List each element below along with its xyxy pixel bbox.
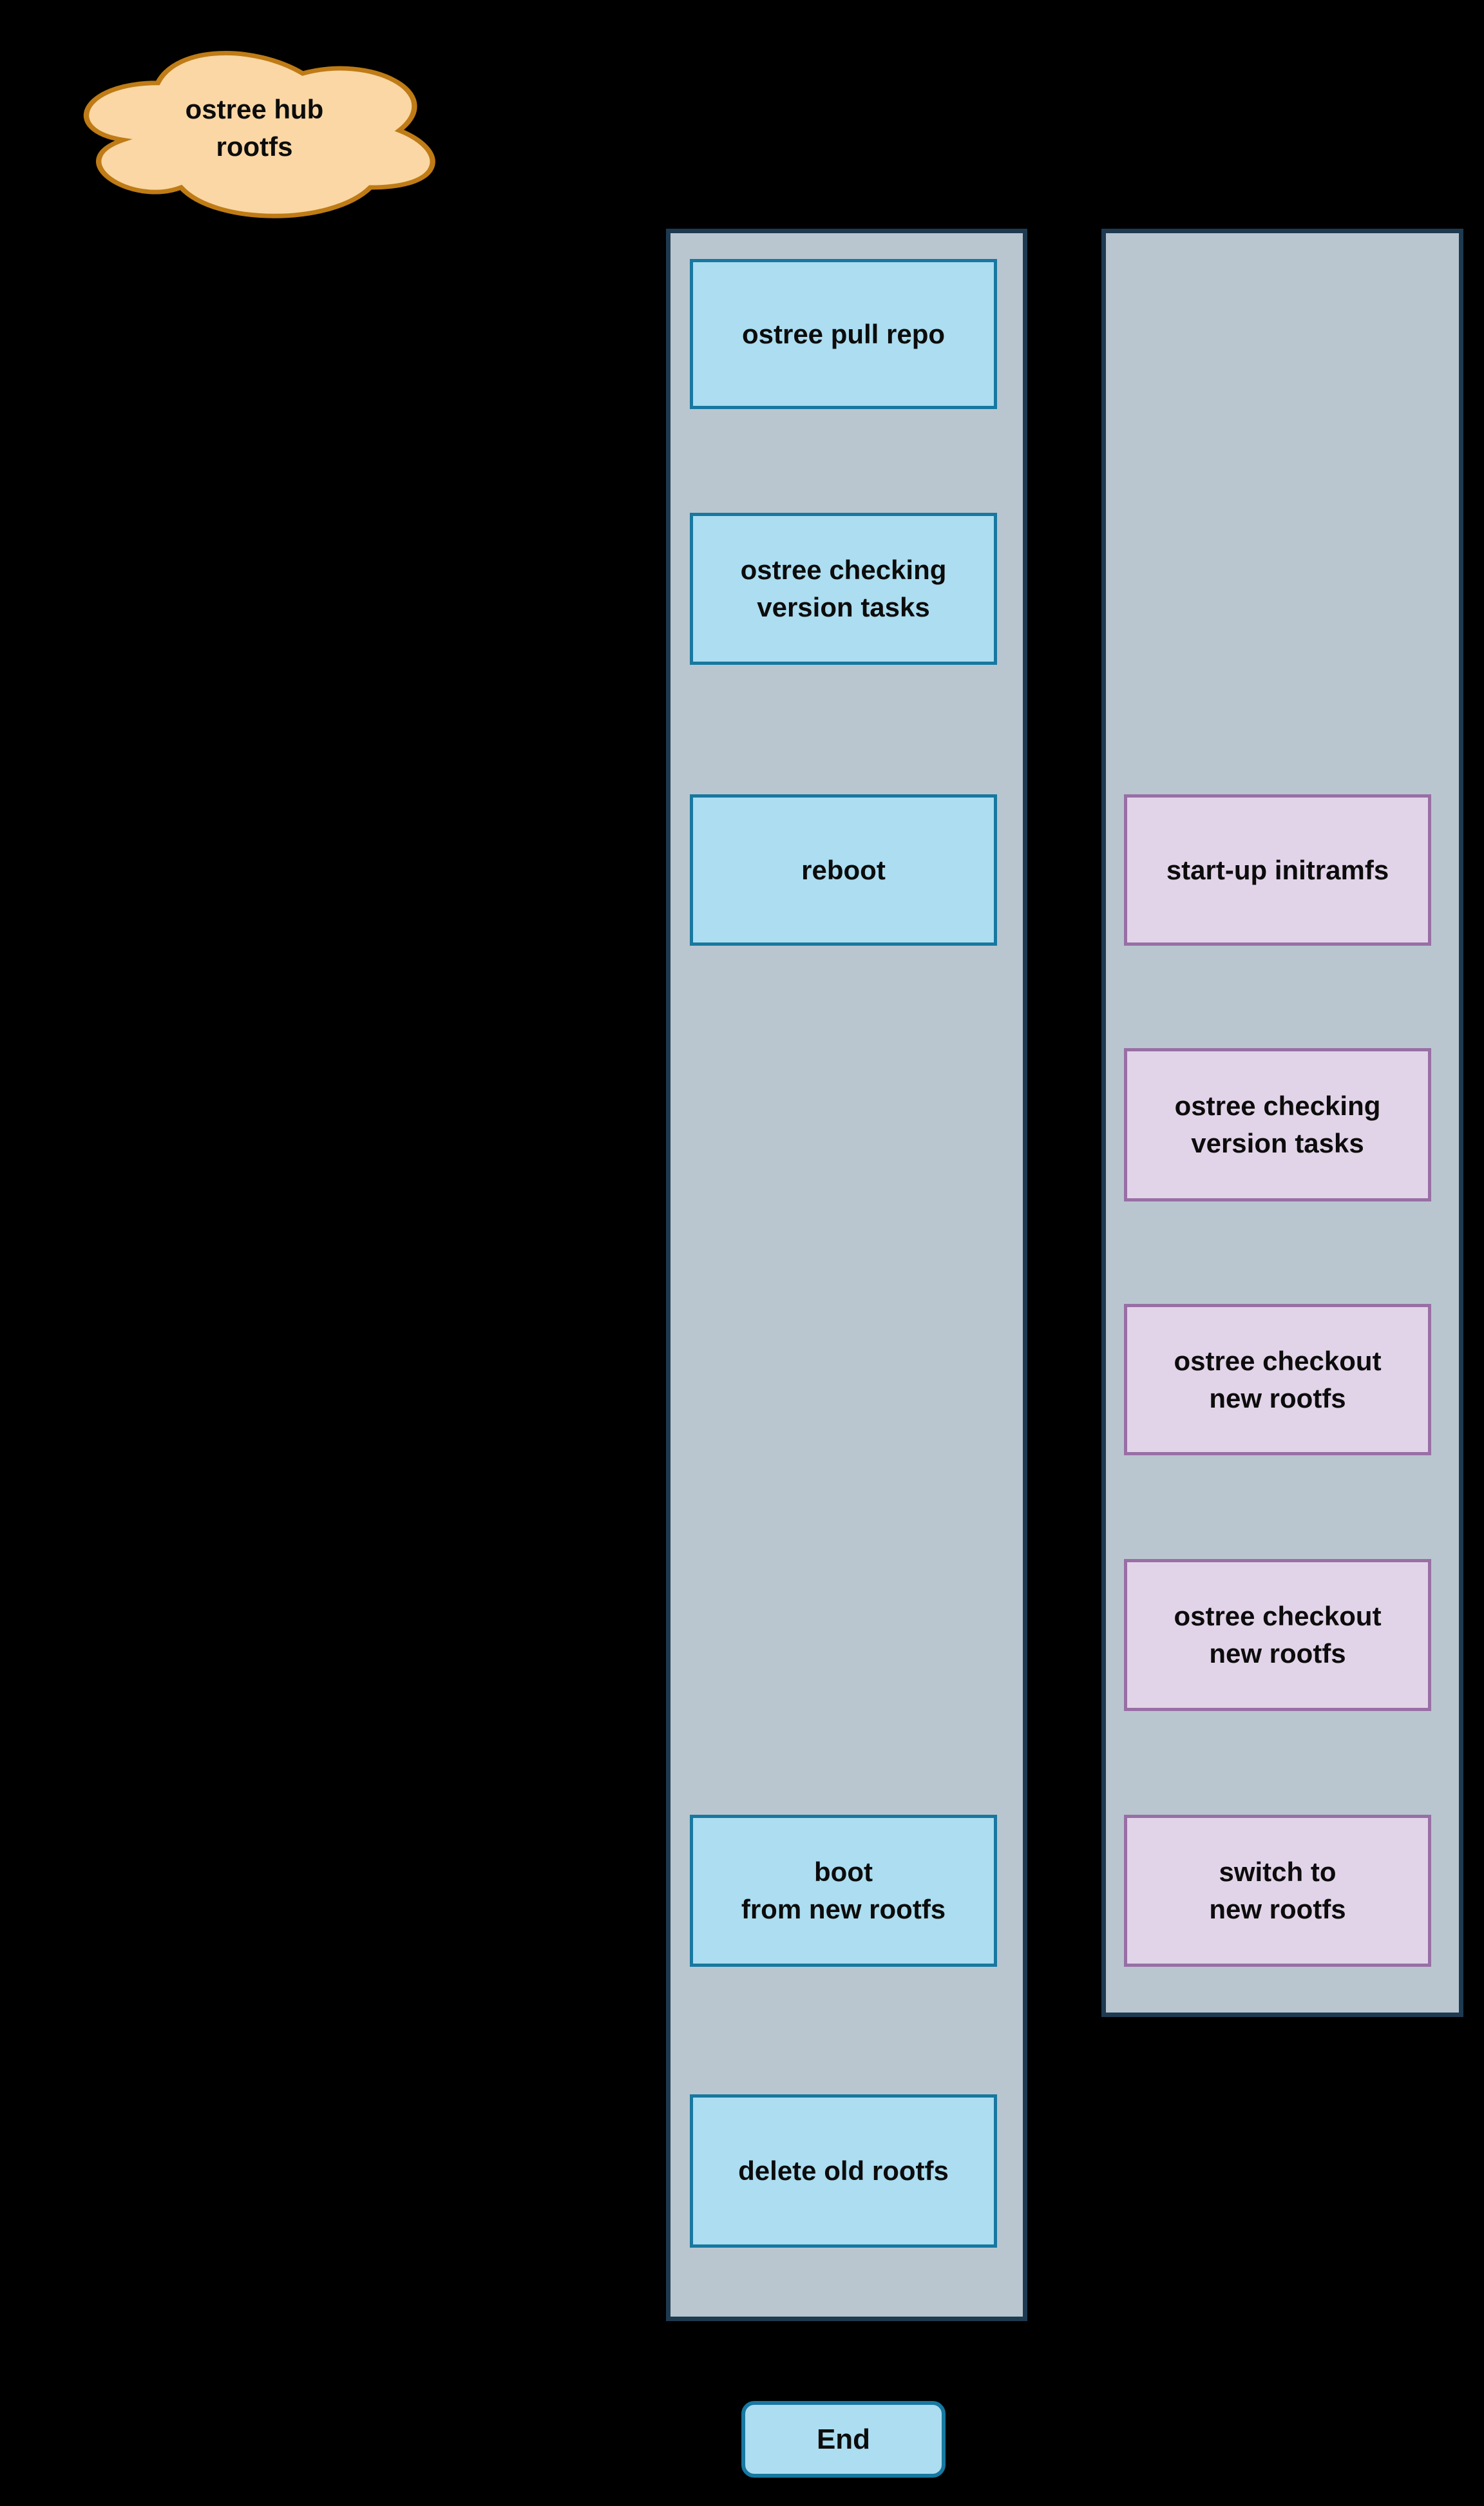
- node-start-up-initramfs: start-up initramfs: [1124, 794, 1431, 946]
- node-ostree-checking-version-tasks-left: ostree checking version tasks: [690, 513, 997, 665]
- node-reboot: reboot: [690, 794, 997, 946]
- cloud-label: ostree hub rootfs: [185, 93, 324, 162]
- cloud-ostree-hub-rootfs: ostree hub rootfs: [61, 35, 448, 225]
- node-delete-old-rootfs: delete old rootfs: [690, 2094, 997, 2248]
- node-ostree-pull-repo: ostree pull repo: [690, 259, 997, 409]
- node-end: End: [741, 2401, 946, 2478]
- node-ostree-checkout-new-rootfs-2: ostree checkout new rootfs: [1124, 1559, 1431, 1711]
- edge-cloud-to-pull: [252, 213, 687, 342]
- node-switch-to-new-rootfs: switch to new rootfs: [1124, 1815, 1431, 1967]
- node-boot-from-new-rootfs: boot from new rootfs: [690, 1815, 997, 1967]
- node-ostree-checkout-new-rootfs-1: ostree checkout new rootfs: [1124, 1304, 1431, 1455]
- cloud-shape: [83, 51, 435, 218]
- node-ostree-checking-version-tasks-right: ostree checking version tasks: [1124, 1048, 1431, 1201]
